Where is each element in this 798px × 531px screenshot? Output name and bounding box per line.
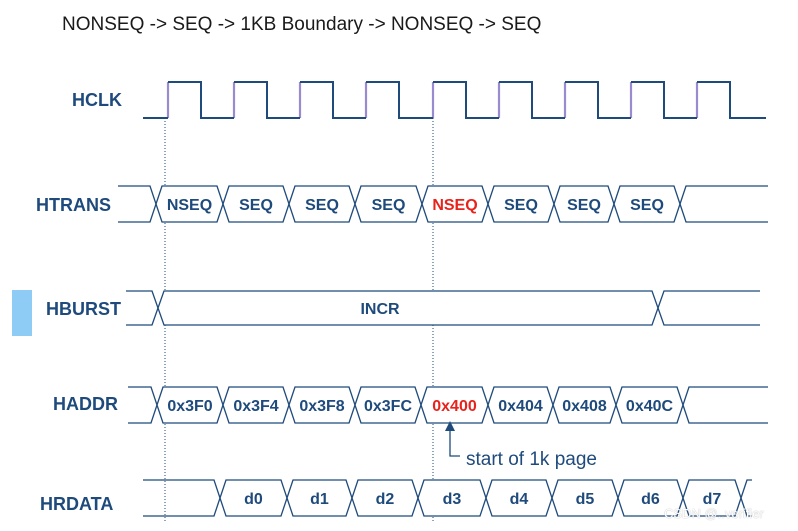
- bus-value: 0x3F8: [299, 398, 344, 415]
- haddr-bus: 0x3F0 0x3F4 0x3F8 0x3FC 0x400 0x404 0x408 0x40C: [128, 386, 768, 424]
- annotation-arrowhead: [445, 421, 455, 431]
- annotation-pointer: [449, 424, 460, 457]
- bus-tail: [679, 185, 768, 223]
- hburst-bus-start: [126, 290, 159, 326]
- bus-value: 0x404: [498, 398, 543, 415]
- bus-value: d5: [576, 491, 595, 508]
- bus-value: d7: [703, 491, 722, 508]
- bus-value: d0: [244, 491, 263, 508]
- side-marker: [12, 290, 32, 336]
- diagram-title: NONSEQ -> SEQ -> 1KB Boundary -> NONSEQ …: [62, 14, 542, 35]
- bus-value: d4: [510, 491, 529, 508]
- hburst-bus-end: [657, 290, 760, 326]
- hrdata-label: HRDATA: [40, 494, 113, 514]
- bus-value: SEQ: [630, 197, 664, 214]
- bus-value: SEQ: [504, 197, 538, 214]
- bus-value: SEQ: [239, 197, 273, 214]
- hclk-waveform: [143, 81, 766, 119]
- bus-lead-in: [128, 386, 158, 424]
- bus-value: 0x40C: [626, 398, 674, 415]
- hburst-bus-cell: [157, 290, 659, 326]
- bus-value: d2: [376, 491, 395, 508]
- bus-value: SEQ: [372, 197, 406, 214]
- bus-value: 0x3F0: [167, 398, 212, 415]
- bus-lead-in: [143, 479, 221, 517]
- bus-value: NSEQ: [432, 197, 477, 214]
- bus-value: d6: [641, 491, 660, 508]
- hclk-label: HCLK: [72, 90, 122, 110]
- bus-value: 0x3F4: [233, 398, 278, 415]
- bus-value: 0x408: [562, 398, 607, 415]
- htrans-label: HTRANS: [36, 195, 111, 215]
- annotation-text: start of 1k page: [466, 449, 597, 470]
- hburst-label: HBURST: [46, 299, 121, 319]
- bus-value: d3: [443, 491, 462, 508]
- watermark: CSDN @..verifier: [664, 506, 764, 521]
- bus-value: NSEQ: [167, 197, 212, 214]
- bus-lead-in: [118, 185, 157, 223]
- bus-value: SEQ: [567, 197, 601, 214]
- haddr-label: HADDR: [53, 394, 118, 414]
- htrans-bus: NSEQ SEQ SEQ SEQ NSEQ SEQ SEQ SEQ: [118, 185, 768, 223]
- hclk-trace: [143, 81, 766, 119]
- bus-value: SEQ: [305, 197, 339, 214]
- bus-value: 0x3FC: [364, 398, 412, 415]
- bus-value: d1: [310, 491, 329, 508]
- hburst-value: INCR: [360, 301, 400, 318]
- hrdata-bus: d0 d1 d2 d3 d4 d5 d6 d7: [143, 479, 752, 517]
- bus-value: 0x400: [432, 398, 477, 415]
- bus-tail: [682, 386, 768, 424]
- bus-tail: [740, 479, 752, 517]
